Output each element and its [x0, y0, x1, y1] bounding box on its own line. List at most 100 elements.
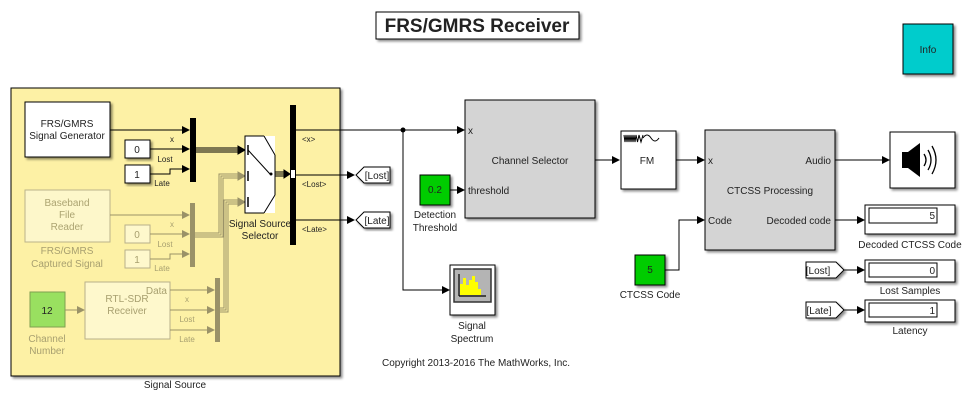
svg-text:FRS/GMRS: FRS/GMRS: [41, 119, 94, 130]
baseband-caption: FRS/GMRS: [41, 246, 94, 257]
gen-late-constant[interactable]: 1: [124, 164, 151, 184]
decoded-ctcss-caption: Decoded CTCSS Code: [858, 240, 962, 251]
ctcss-code-constant[interactable]: 5: [634, 254, 666, 286]
svg-text:File: File: [59, 210, 76, 221]
detection-threshold-constant[interactable]: 0.2: [419, 174, 451, 206]
svg-text:[Late]: [Late]: [364, 216, 389, 227]
audio-device-writer[interactable]: [889, 131, 956, 189]
svg-text:0: 0: [134, 230, 140, 241]
bus-port-indicator: [291, 170, 295, 178]
svg-text:Baseband: Baseband: [44, 198, 89, 209]
svg-text:0: 0: [929, 266, 935, 277]
detection-threshold-caption-2: Threshold: [413, 223, 457, 234]
gen-port-x: x: [170, 135, 174, 144]
signal-spectrum-scope[interactable]: [449, 264, 496, 316]
rtl-port-lost: Lost: [179, 315, 195, 324]
signal-source-label: Signal Source: [144, 380, 207, 391]
channel-number-constant[interactable]: 12: [29, 291, 66, 328]
bb-bus-creator[interactable]: [190, 203, 195, 267]
copyright-text: Copyright 2013-2016 The MathWorks, Inc.: [382, 358, 570, 369]
svg-text:RTL-SDR: RTL-SDR: [105, 294, 148, 305]
baseband-file-reader-block[interactable]: Baseband File Reader: [24, 189, 111, 243]
gen-port-late: Late: [154, 179, 170, 188]
ctcss-processing-block[interactable]: CTCSS Processing x Code Audio Decoded co…: [704, 129, 836, 251]
svg-text:x: x: [708, 156, 713, 167]
gen-bus-creator[interactable]: [190, 118, 196, 182]
svg-text:12: 12: [41, 306, 53, 317]
bus-out-x: <x>: [302, 135, 316, 144]
signal-source-selector[interactable]: [244, 135, 276, 214]
svg-text:[Lost]: [Lost]: [365, 171, 390, 182]
fm-waveform-icon: [623, 134, 644, 144]
svg-text:1: 1: [929, 306, 935, 317]
svg-text:0.2: 0.2: [428, 185, 442, 196]
ctcss-code-caption: CTCSS Code: [620, 290, 681, 301]
svg-text:0: 0: [134, 145, 140, 156]
latency-display[interactable]: 1: [864, 299, 956, 323]
gen-lost-constant[interactable]: 0: [124, 139, 151, 159]
svg-text:threshold: threshold: [468, 186, 509, 197]
svg-text:Decoded code: Decoded code: [767, 216, 832, 227]
bb-lost-constant[interactable]: 0: [124, 224, 151, 244]
svg-text:[Lost]: [Lost]: [806, 266, 831, 277]
rtl-bus-wire: [220, 197, 247, 313]
goto-lost[interactable]: [Lost]: [296, 166, 391, 184]
rtl-wires: [170, 286, 215, 334]
channel-number-caption-2: Number: [29, 346, 65, 357]
bb-wires: [110, 211, 190, 260]
bb-port-x: x: [170, 220, 174, 229]
bb-port-lost: Lost: [157, 240, 173, 249]
svg-text:Channel Selector: Channel Selector: [492, 156, 569, 167]
gen-bus-wire: [196, 145, 247, 155]
spectrum-icon: [458, 274, 486, 297]
svg-text:Signal Generator: Signal Generator: [29, 131, 105, 142]
from-lost-tag[interactable]: [Lost]: [805, 261, 845, 279]
channel-number-caption: Channel: [28, 334, 65, 345]
svg-text:x: x: [468, 126, 473, 137]
bb-late-constant[interactable]: 1: [124, 249, 151, 269]
speaker-icon: [902, 143, 937, 177]
svg-text:FM: FM: [640, 156, 654, 167]
svg-text:Data: Data: [146, 286, 168, 297]
x-signal-wire: [296, 126, 465, 294]
bb-port-late: Late: [154, 264, 170, 273]
goto-late[interactable]: [Late]: [296, 211, 391, 229]
signal-spectrum-caption: Signal: [458, 321, 486, 332]
from-late-tag[interactable]: [Late]: [805, 301, 845, 319]
selector-caption: Signal Source: [229, 219, 292, 230]
gen-wires: [110, 126, 190, 175]
baseband-caption-2: Captured Signal: [31, 259, 103, 270]
svg-text:Receiver: Receiver: [107, 306, 147, 317]
fm-demodulator-block[interactable]: FM: [620, 130, 677, 190]
rtl-port-x: x: [185, 295, 189, 304]
svg-text:Info: Info: [920, 45, 937, 56]
svg-text:Audio: Audio: [805, 156, 831, 167]
channel-selector-block[interactable]: Channel Selector x threshold: [464, 99, 596, 219]
lost-samples-caption: Lost Samples: [880, 286, 941, 297]
signal-spectrum-caption-2: Spectrum: [451, 334, 494, 345]
selector-out-wire: [275, 169, 291, 179]
svg-text:1: 1: [134, 255, 140, 266]
selector-caption-2: Selector: [242, 231, 279, 242]
bb-bus-wire: [195, 171, 247, 238]
latency-caption: Latency: [892, 326, 927, 337]
svg-text:Code: Code: [708, 216, 732, 227]
lost-samples-display[interactable]: 0: [864, 259, 956, 283]
svg-text:CTCSS Processing: CTCSS Processing: [727, 186, 813, 197]
svg-text:Reader: Reader: [51, 222, 84, 233]
svg-text:5: 5: [929, 211, 935, 222]
decoded-ctcss-display[interactable]: 5: [864, 204, 956, 235]
code-wire: [665, 216, 705, 271]
svg-text:5: 5: [647, 265, 653, 276]
gen-port-lost: Lost: [157, 155, 173, 164]
rtl-sdr-receiver-block[interactable]: RTL-SDR Receiver Data: [84, 281, 171, 340]
detection-threshold-caption: Detection: [414, 210, 456, 221]
bus-out-lost: <Lost>: [302, 180, 327, 189]
info-button[interactable]: Info: [902, 23, 954, 75]
branch-point: [400, 127, 406, 133]
rtl-bus-creator[interactable]: [215, 278, 220, 342]
svg-text:1: 1: [134, 170, 140, 181]
signal-generator-block[interactable]: FRS/GMRS Signal Generator: [24, 101, 111, 158]
svg-text:[Late]: [Late]: [806, 306, 831, 317]
